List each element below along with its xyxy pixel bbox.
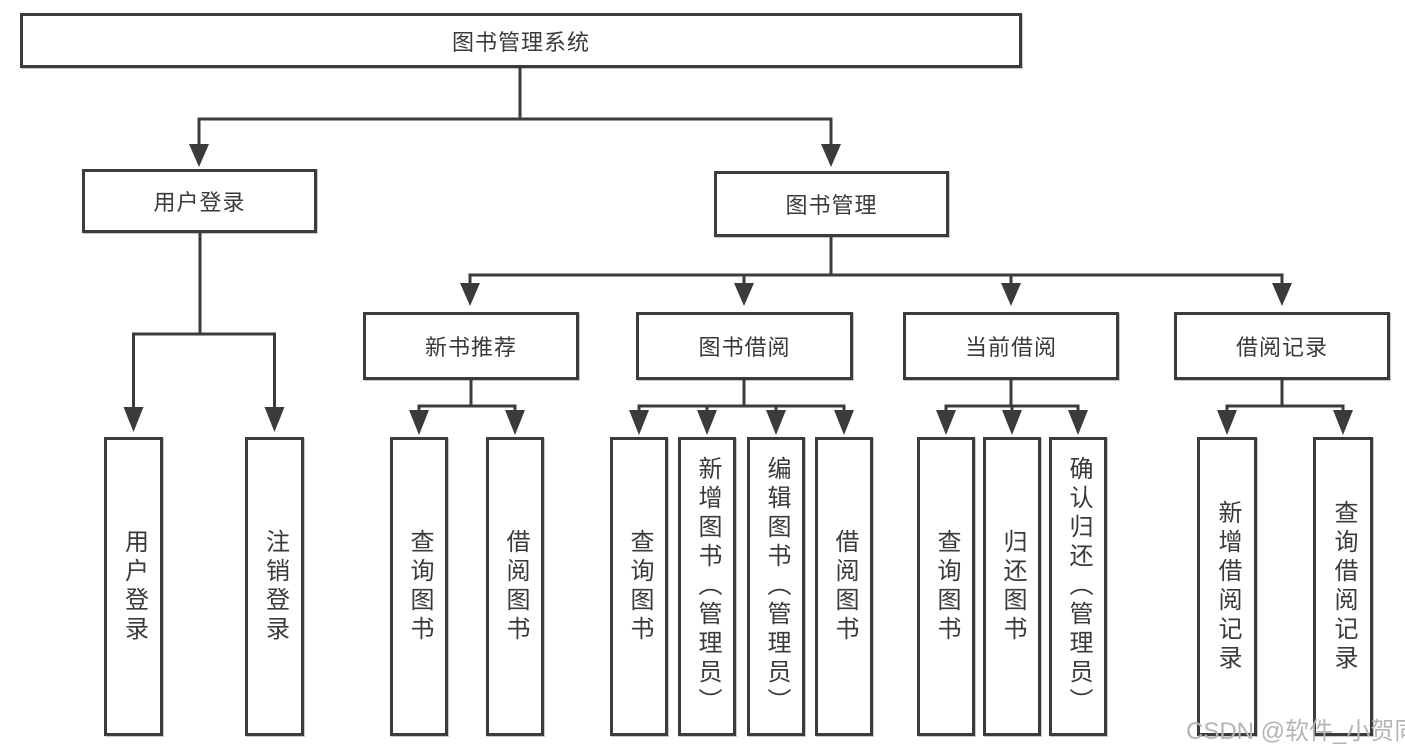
leaf-query-borrow-record: 查询借阅记录 [1313,437,1373,736]
node-new-book-recommend: 新书推荐 [363,312,579,380]
leaf-query-books-borrow-label: 查询图书 [626,528,653,645]
leaf-return-book-label: 归还图书 [999,528,1026,645]
leaf-borrow-books-borrow: 借阅图书 [815,437,873,736]
node-book-management: 图书管理 [714,171,949,237]
node-book-borrow: 图书借阅 [636,312,853,380]
leaf-logout: 注销登录 [245,437,304,736]
leaf-edit-book-admin-label: 编辑图书（管理员） [763,456,790,717]
leaf-add-book-admin-label: 新增图书（管理员） [694,456,721,717]
leaf-query-books-current: 查询图书 [917,437,975,736]
node-borrow-records: 借阅记录 [1174,312,1390,380]
leaf-return-book: 归还图书 [983,437,1041,736]
leaf-add-borrow-record: 新增借阅记录 [1197,437,1257,736]
leaf-query-books-borrow: 查询图书 [610,437,668,736]
leaf-query-borrow-record-label: 查询借阅记录 [1330,499,1357,674]
leaf-borrow-books-borrow-label: 借阅图书 [831,528,858,645]
leaf-edit-book-admin: 编辑图书（管理员） [747,437,805,736]
node-root: 图书管理系统 [20,13,1022,68]
leaf-query-books-recommend-label: 查询图书 [406,528,433,645]
arrowheads [123,144,1353,435]
leaf-user-login-label: 用户登录 [120,528,148,645]
leaf-borrow-books-recommend-label: 借阅图书 [502,528,529,645]
leaf-add-borrow-record-label: 新增借阅记录 [1214,499,1241,674]
leaf-query-books-recommend: 查询图书 [390,437,448,736]
leaf-logout-label: 注销登录 [261,528,289,645]
leaf-add-book-admin: 新增图书（管理员） [678,437,736,736]
leaf-confirm-return-admin-label: 确认归还（管理员） [1065,456,1092,717]
leaf-confirm-return-admin: 确认归还（管理员） [1049,437,1107,736]
node-current-borrow: 当前借阅 [903,312,1119,380]
leaf-query-books-current-label: 查询图书 [933,528,960,645]
leaf-user-login: 用户登录 [104,437,163,736]
node-user-login: 用户登录 [82,169,317,233]
leaf-borrow-books-recommend: 借阅图书 [486,437,544,736]
